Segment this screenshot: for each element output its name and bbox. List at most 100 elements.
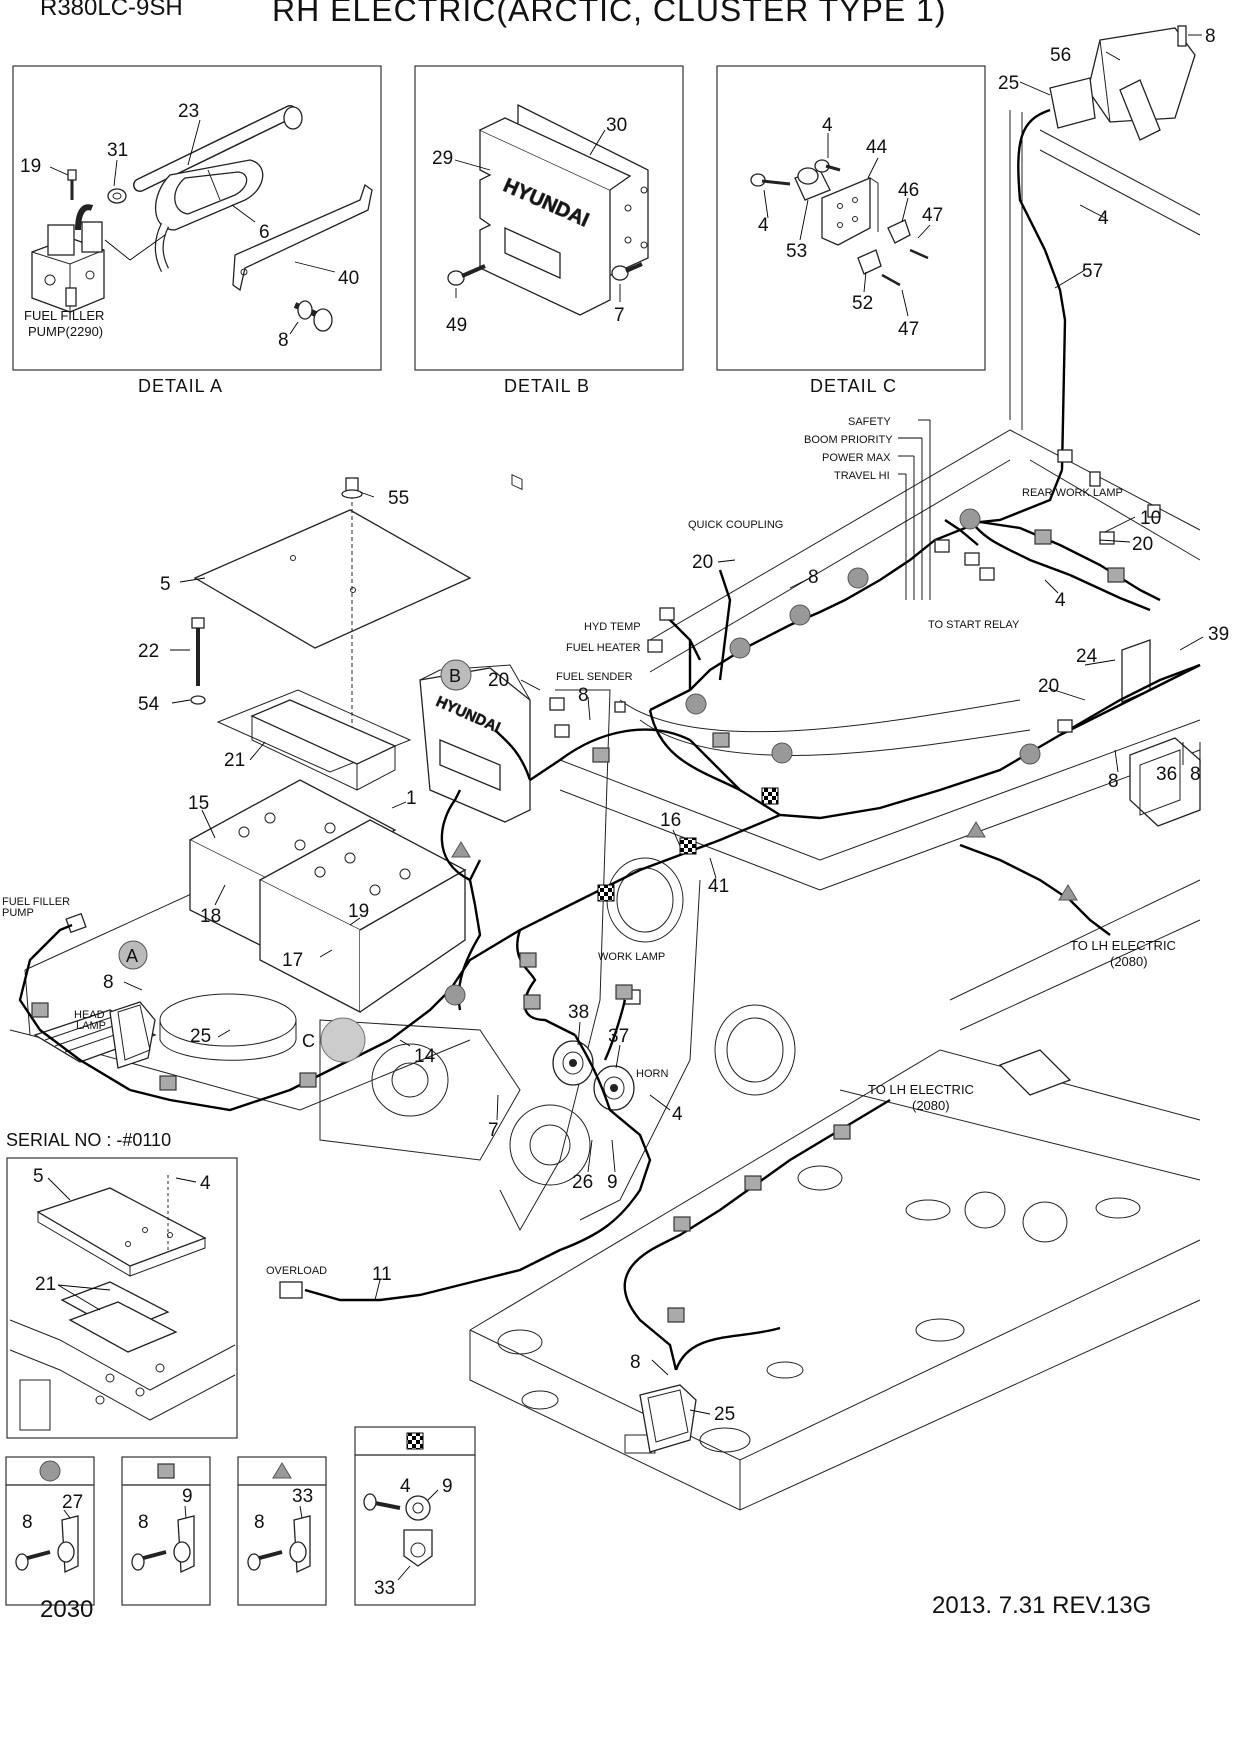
- callout-19-main: 19: [348, 901, 369, 922]
- bolt-22: [190, 617, 206, 705]
- callout-30: 30: [606, 115, 627, 136]
- label-to-lh-electric-1-ref: (2080): [1110, 954, 1148, 969]
- page-number: 2030: [40, 1596, 94, 1623]
- label-to-lh-electric-1: TO LH ELECTRIC: [1070, 938, 1176, 953]
- callout-1: 1: [406, 788, 417, 809]
- cluster-29: [479, 128, 611, 316]
- callout-25-top: 25: [998, 73, 1019, 94]
- serial-inset: SERIAL NO : -#0110 5 4 21: [6, 1130, 238, 1439]
- callout-36: 36: [1156, 764, 1177, 785]
- serial-no-label: SERIAL NO : -#0110: [6, 1130, 171, 1150]
- label-work-lamp: WORK LAMP: [598, 951, 665, 963]
- detail-a-frame: [12, 65, 382, 371]
- callout-55: 55: [388, 488, 409, 509]
- callout-20-fs: 20: [488, 670, 509, 691]
- label-to-lh-electric-2-ref: (2080): [912, 1098, 950, 1113]
- callout-47-lower: 47: [898, 319, 919, 340]
- callout-38: 38: [568, 1002, 589, 1023]
- label-power-max: POWER MAX: [822, 452, 891, 464]
- legend-circle-27: 27: [62, 1492, 83, 1513]
- serial-callout-21: 21: [35, 1274, 56, 1295]
- connector-46: [887, 219, 911, 244]
- label-fuel-filler-pump-1: FUEL FILLER: [2, 896, 70, 908]
- callout-18: 18: [200, 906, 221, 927]
- callout-49: 49: [446, 315, 467, 336]
- bolt-47-c1: [909, 248, 929, 260]
- callout-21: 21: [224, 750, 245, 771]
- connector-52: [857, 249, 882, 275]
- legend-circle-8: 8: [22, 1512, 33, 1533]
- batteries: [188, 779, 467, 1014]
- page-header: R380LC-9SH RH ELECTRIC(ARCTIC, CLUSTER T…: [0, 0, 1240, 40]
- callout-54: 54: [138, 694, 160, 715]
- legend: 27 8 9 8 33 8: [5, 1426, 476, 1606]
- cluster-main: HYUNDAI: [419, 664, 531, 823]
- callout-8-qc: 8: [808, 567, 819, 588]
- callout-23: 23: [178, 101, 199, 122]
- bracket-21: [216, 689, 412, 791]
- label-rear-work-lamp: REAR WORK LAMP: [1022, 487, 1123, 499]
- detail-c-frame: [716, 65, 986, 371]
- detail-b-panel: HYUNDAI 30 29 49 7: [414, 65, 684, 491]
- callout-20-qc: 20: [692, 552, 713, 573]
- label-travel-hi: TRAVEL HI: [834, 470, 890, 482]
- bracket-44: [821, 177, 871, 246]
- callout-8-top: 8: [1205, 26, 1216, 47]
- detail-b-caption: DETAIL B: [504, 376, 590, 396]
- rear-work-lamp-56: [1087, 25, 1196, 141]
- pump-label-line1: FUEL FILLER: [24, 308, 104, 323]
- legend-checker-4: 4: [400, 1476, 411, 1497]
- serial-inset-frame: [6, 1157, 238, 1439]
- model-code: R380LC-9SH: [40, 0, 183, 21]
- cover-plate-5: [193, 477, 472, 738]
- legend-checker: 4 9 33: [354, 1426, 476, 1606]
- callout-40: 40: [338, 268, 359, 289]
- fuel-filler-pump: [31, 204, 105, 313]
- detail-a-caption: DETAIL A: [138, 376, 223, 396]
- callout-4-c-top: 4: [822, 115, 833, 136]
- callout-7-main: 7: [488, 1120, 499, 1141]
- svg-text:B: B: [449, 666, 461, 686]
- detail-b-frame: [414, 65, 684, 371]
- callout-25-head: 25: [190, 1026, 211, 1047]
- callout-37: 37: [608, 1026, 629, 1047]
- label-head-lamp-2: LAMP: [76, 1020, 106, 1032]
- clip-markers-checker: [597, 787, 779, 902]
- callout-39: 39: [1208, 624, 1229, 645]
- callout-8: 8: [278, 330, 289, 351]
- legend-square-9: 9: [182, 1486, 193, 1507]
- legend-checker-33: 33: [374, 1578, 395, 1599]
- harness-labels: SAFETY BOOM PRIORITY POWER MAX TRAVEL HI…: [2, 416, 1176, 1277]
- bracket-36: [1129, 737, 1201, 827]
- callout-24: 24: [1076, 646, 1098, 667]
- label-fuel-heater: FUEL HEATER: [566, 642, 641, 654]
- legend-square-8: 8: [138, 1512, 149, 1533]
- detail-c-caption: DETAIL C: [810, 376, 897, 396]
- legend-triangle-33: 33: [292, 1486, 313, 1507]
- head-lamp-25: [109, 1001, 156, 1069]
- upper-frame: [9, 110, 1201, 1511]
- callout-25-lower: 25: [714, 1404, 735, 1425]
- label-to-start-relay: TO START RELAY: [928, 619, 1020, 631]
- callout-20-rear: 20: [1132, 534, 1153, 555]
- callout-14: 14: [414, 1046, 436, 1067]
- callout-46: 46: [898, 180, 919, 201]
- callout-4-c-left: 4: [758, 215, 769, 236]
- callout-52: 52: [852, 293, 873, 314]
- bolt-7: [611, 262, 643, 281]
- callout-20-relay: 20: [1038, 676, 1059, 697]
- label-safety: SAFETY: [848, 416, 891, 428]
- bolt-49: [447, 264, 486, 286]
- serial-callout-4: 4: [200, 1173, 211, 1194]
- bolt-19: [67, 169, 77, 200]
- callout-9-main: 9: [607, 1172, 618, 1193]
- bolt-4-c2: [750, 173, 791, 187]
- svg-text:C: C: [302, 1031, 315, 1051]
- overload-connector: [279, 1281, 303, 1299]
- sheet-title: RH ELECTRIC(ARCTIC, CLUSTER TYPE 1): [272, 0, 947, 28]
- bolt-8-detail-a: [293, 300, 333, 332]
- callout-53: 53: [786, 241, 807, 262]
- callout-19: 19: [20, 156, 41, 177]
- legend-square: 9 8: [121, 1456, 211, 1606]
- detail-a-panel: 23 31 19 6 40 8 FUEL FILLER PUMP(2290): [12, 65, 382, 371]
